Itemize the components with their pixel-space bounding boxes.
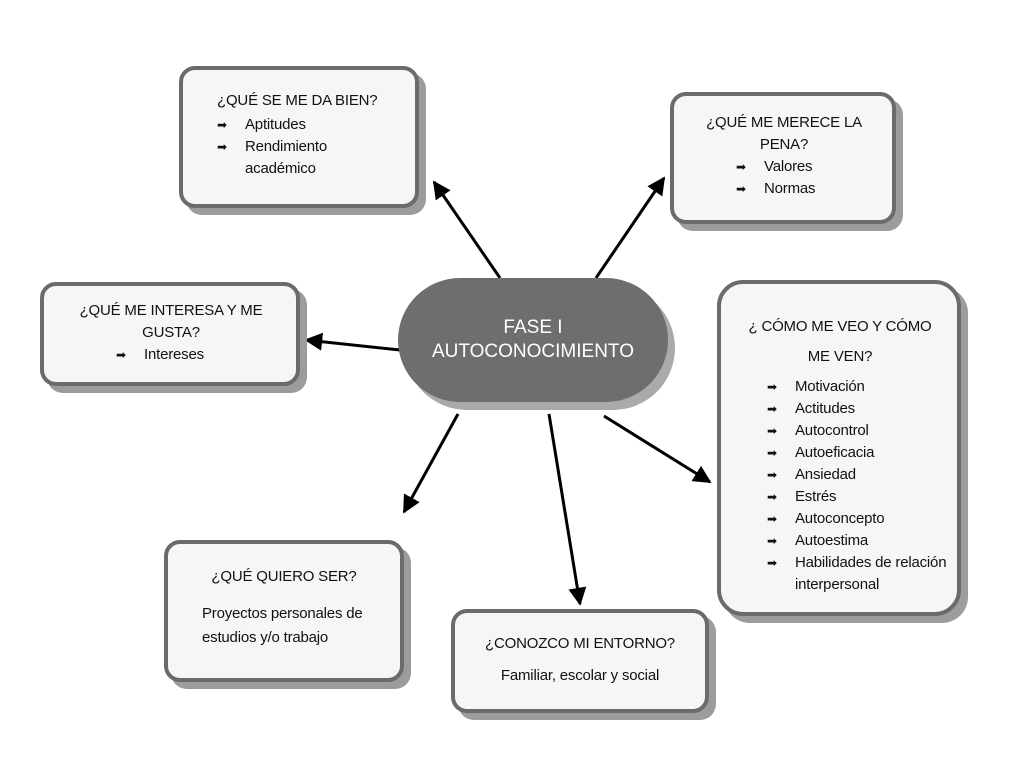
node-intereses: ¿QUÉ ME INTERESA Y ME GUSTA? Intereses — [40, 282, 300, 386]
center-line-1: FASE I — [503, 317, 563, 338]
list-item: Ansiedad — [767, 464, 947, 486]
node-list: Aptitudes Rendimiento académico — [217, 114, 405, 180]
arrow-to-intereses — [304, 332, 401, 352]
node-text: Proyectos personales de estudios y/o tra… — [202, 605, 363, 646]
list-item: Autocontrol — [767, 420, 947, 442]
list-item: Rendimiento académico — [217, 136, 355, 180]
list-item: Normas — [736, 178, 882, 200]
node-entorno: ¿CONOZCO MI ENTORNO? Familiar, escolar y… — [451, 609, 709, 713]
node-title: ¿QUÉ SE ME DA BIEN? — [217, 92, 378, 109]
node-title: ¿QUÉ ME INTERESA Y ME GUSTA? — [79, 302, 263, 341]
node-list: Valores Normas — [736, 156, 882, 200]
list-item: Valores — [736, 156, 882, 178]
arrow-to-valores — [594, 176, 666, 279]
node-title: ¿QUÉ ME MERECE LA PENA? — [706, 114, 862, 153]
arrow-to-aptitudes — [432, 180, 502, 279]
center-line-2: AUTOCONOCIMIENTO — [432, 341, 634, 362]
arrow-to-comoveo — [603, 414, 712, 484]
list-item: Habilidades de relación interpersonal — [767, 552, 955, 596]
node-text: Familiar, escolar y social — [500, 667, 660, 684]
list-item: Intereses — [116, 344, 286, 366]
node-list: Intereses — [116, 344, 286, 366]
node-title: ¿QUÉ QUIERO SER? — [211, 568, 357, 585]
node-title: ¿ CÓMO ME VEO Y CÓMO ME VEN? — [748, 318, 932, 365]
center-node: FASE I AUTOCONOCIMIENTO — [398, 278, 668, 402]
node-title: ¿CONOZCO MI ENTORNO? — [485, 635, 675, 652]
arrow-to-quiero — [402, 413, 460, 514]
list-item: Estrés — [767, 486, 947, 508]
list-item: Autoestima — [767, 530, 947, 552]
arrow-to-entorno — [547, 413, 587, 606]
node-aptitudes: ¿QUÉ SE ME DA BIEN? Aptitudes Rendimient… — [179, 66, 419, 208]
list-item: Autoeficacia — [767, 442, 947, 464]
list-item: Aptitudes — [217, 114, 405, 136]
list-item: Motivación — [767, 376, 947, 398]
node-que-quiero-ser: ¿QUÉ QUIERO SER? Proyectos personales de… — [164, 540, 404, 682]
node-list: Motivación Actitudes Autocontrol Autoefi… — [767, 376, 947, 596]
list-item: Autoconcepto — [767, 508, 947, 530]
node-como-me-veo: ¿ CÓMO ME VEO Y CÓMO ME VEN? Motivación … — [717, 280, 961, 616]
node-valores: ¿QUÉ ME MERECE LA PENA? Valores Normas — [670, 92, 896, 224]
list-item: Actitudes — [767, 398, 947, 420]
